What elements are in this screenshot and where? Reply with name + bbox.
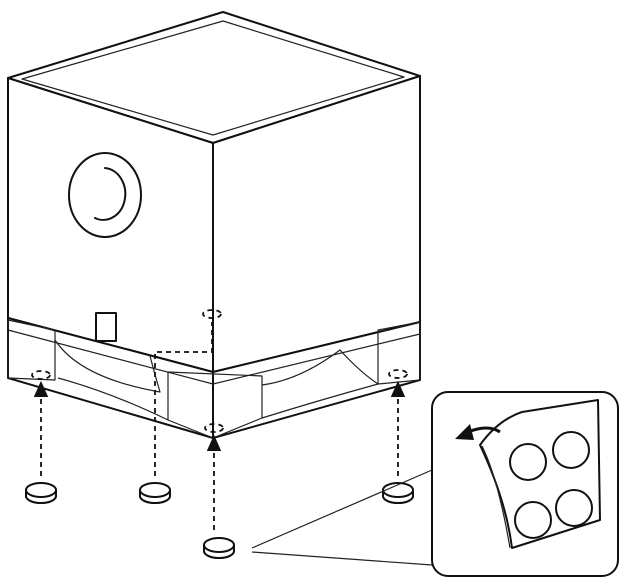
base-right-arch [261, 349, 379, 386]
foot-spot-left [31, 370, 51, 380]
peel-arrow-icon [455, 424, 501, 440]
callout-lines [251, 469, 433, 566]
rubber-foot-left [25, 482, 57, 504]
foot-spot-front [204, 423, 224, 433]
cabinet-base [7, 309, 421, 439]
sheet-pad-1 [509, 443, 547, 481]
rubber-foot-mid [139, 482, 171, 504]
base-left-arch [54, 339, 161, 393]
port-inner-ring [94, 167, 127, 221]
rubber-foot-right [382, 482, 414, 504]
base-left-hollow [57, 377, 169, 421]
foot-spot-right [388, 369, 408, 379]
base-left-upper-edge [7, 329, 214, 385]
rubber-feet [25, 482, 414, 559]
backing-sheet-edge [481, 445, 511, 549]
subwoofer-cabinet [7, 11, 421, 373]
cabinet-label-plate [95, 312, 117, 342]
foot-spot-back [202, 309, 222, 319]
cabinet-top-bevel [21, 20, 405, 136]
port-outer-ring [68, 152, 142, 238]
feet-sheet-inset [431, 391, 619, 577]
rubber-foot-front [203, 537, 235, 559]
sheet-pad-4 [555, 489, 593, 527]
corner-block-right [377, 321, 421, 385]
sheet-pad-2 [552, 431, 590, 469]
inset-frame [431, 391, 619, 577]
placement-arrows [33, 322, 406, 530]
corner-block-front [167, 371, 263, 439]
base-right-hollow [261, 383, 379, 419]
bass-reflex-port [68, 152, 142, 238]
sheet-pad-3 [514, 501, 552, 539]
corner-block-left [7, 319, 56, 381]
